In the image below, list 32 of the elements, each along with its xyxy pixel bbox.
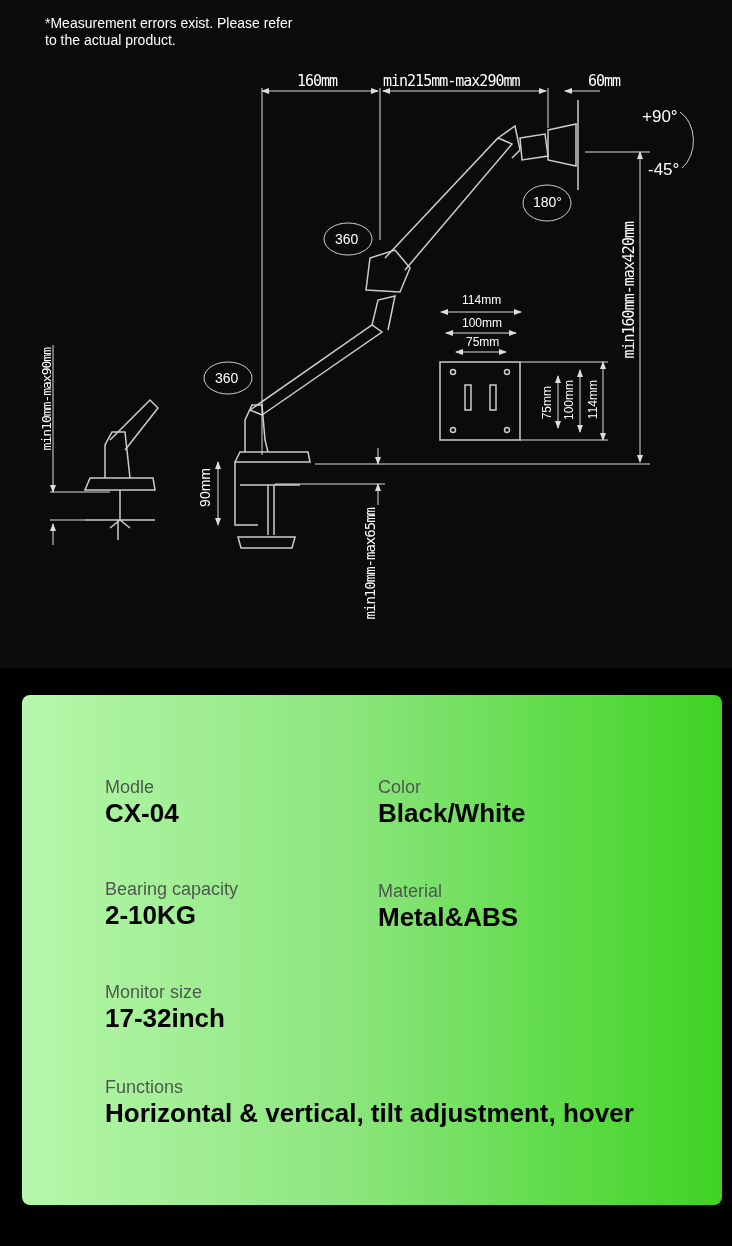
dimension-label: 160mm	[297, 74, 338, 89]
angle-label: 180°	[533, 195, 562, 209]
note-text: *Measurement errors exist. Please refer to the actual product.	[45, 15, 294, 49]
dimension-label: 90mm	[198, 468, 212, 507]
dimension-label: min10mm-max65mm	[363, 508, 377, 620]
spec-value: Metal&ABS	[378, 904, 519, 930]
spec-label: Color	[378, 778, 421, 796]
dimension-label: 75mm	[541, 386, 553, 420]
dimension-label: 114mm	[462, 294, 502, 306]
spec-value: Horizontal & vertical, tilt adjustment, hover	[105, 1100, 634, 1126]
spec-label: Material	[378, 882, 443, 900]
spec-value: 2-10KG	[105, 902, 197, 928]
dimension-label: min10mm-max90mm	[40, 348, 53, 451]
spec-value: Black/White	[378, 800, 526, 826]
spec-value: 17-32inch	[105, 1005, 225, 1031]
dimension-label: 100mm	[462, 317, 502, 329]
dimension-label: min215mm-max290mm	[383, 74, 520, 89]
angle-label: 360	[335, 232, 359, 246]
dimension-label: 60mm	[588, 74, 621, 89]
dimension-label: 114mm	[587, 380, 599, 420]
angle-label: 360	[215, 371, 239, 385]
angle-label: +90°	[642, 108, 678, 125]
spec-label: Modle	[105, 778, 155, 796]
angle-label: -45°	[648, 161, 680, 178]
spec-label: Monitor size	[105, 983, 203, 1001]
spec-label: Bearing capacity	[105, 880, 239, 898]
dimension-label: 75mm	[466, 336, 500, 348]
dimension-label: min160mm-max420mm	[622, 222, 637, 359]
spec-label: Functions	[105, 1078, 184, 1096]
dimension-label: 100mm	[563, 380, 575, 420]
spec-card	[22, 695, 722, 1205]
spec-value: CX-04	[105, 800, 179, 826]
